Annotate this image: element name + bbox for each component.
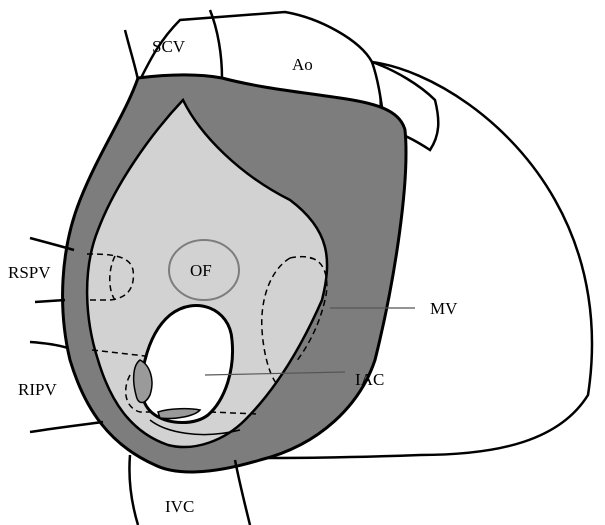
label-of: OF	[190, 261, 212, 280]
label-rspv: RSPV	[8, 263, 51, 282]
ivc-wall-left	[129, 455, 138, 525]
ripv-vessel-lower	[30, 422, 103, 432]
label-ao: Ao	[292, 55, 313, 74]
label-ripv: RIPV	[18, 380, 57, 399]
label-iac: IAC	[355, 370, 384, 389]
label-ivc: IVC	[165, 497, 194, 516]
label-mv: MV	[430, 299, 458, 318]
label-scv: SCV	[152, 37, 186, 56]
ivc-wall-right	[235, 460, 250, 525]
scv-wall-left	[125, 30, 138, 80]
rspv-vessel-lower	[35, 300, 65, 302]
ripv-vessel-upper	[30, 342, 68, 348]
